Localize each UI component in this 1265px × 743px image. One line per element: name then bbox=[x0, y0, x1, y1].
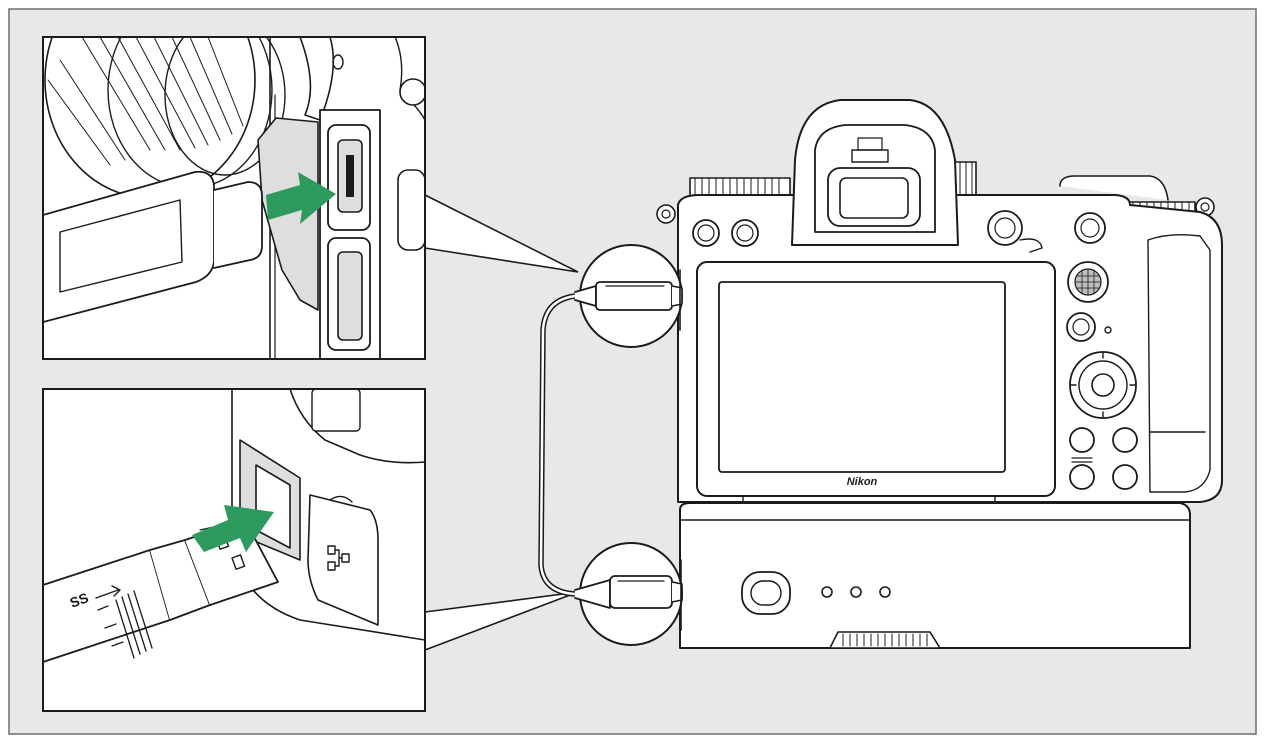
side-button bbox=[399, 78, 425, 106]
inset-top-border bbox=[42, 36, 426, 360]
inset-bottom-border bbox=[42, 388, 426, 712]
hdmi-port bbox=[337, 251, 363, 341]
connecting-cable bbox=[538, 293, 576, 597]
playback-button bbox=[692, 219, 720, 247]
monitor-bezel bbox=[696, 261, 1056, 497]
inset-power-bank-port: SS bbox=[42, 388, 426, 712]
camera-grip bbox=[1147, 233, 1211, 493]
eyepiece bbox=[827, 167, 921, 227]
charge-indicator-3 bbox=[879, 586, 891, 598]
i-button bbox=[1066, 312, 1096, 342]
inset-camera-port bbox=[42, 36, 426, 360]
info-button bbox=[1074, 212, 1106, 244]
power-bank-body bbox=[679, 502, 1191, 649]
usb-a-port bbox=[255, 464, 291, 549]
mirrorless-camera: Nikon bbox=[656, 99, 1223, 503]
network-icon bbox=[327, 545, 350, 571]
charge-indicator-1 bbox=[821, 586, 833, 598]
magnifier-bottom bbox=[574, 542, 683, 646]
monitor-screen bbox=[718, 281, 1006, 473]
ok-button bbox=[1069, 464, 1095, 490]
card-access-lamp bbox=[1104, 326, 1112, 334]
magnifier-top bbox=[574, 244, 683, 348]
zoom-out-button bbox=[1112, 464, 1138, 490]
usb-c-cable bbox=[43, 170, 263, 323]
zoom-in-button bbox=[1112, 427, 1138, 453]
charge-indicator-2 bbox=[850, 586, 862, 598]
camera-brand-logo: Nikon bbox=[847, 476, 878, 488]
usb-a-cable: SS bbox=[43, 519, 279, 663]
menu-button bbox=[1069, 427, 1095, 453]
af-on-button bbox=[987, 210, 1023, 246]
power-bank-pack bbox=[679, 502, 1191, 649]
insert-arrow-top bbox=[266, 172, 336, 224]
strap-lug-left bbox=[656, 204, 676, 224]
delete-button bbox=[731, 219, 759, 247]
power-button bbox=[741, 571, 791, 615]
insert-arrow-bottom bbox=[192, 505, 274, 552]
eye-sensor bbox=[851, 149, 889, 163]
usb-plug-marking: SS bbox=[68, 589, 91, 610]
network-port-panel bbox=[307, 494, 379, 626]
